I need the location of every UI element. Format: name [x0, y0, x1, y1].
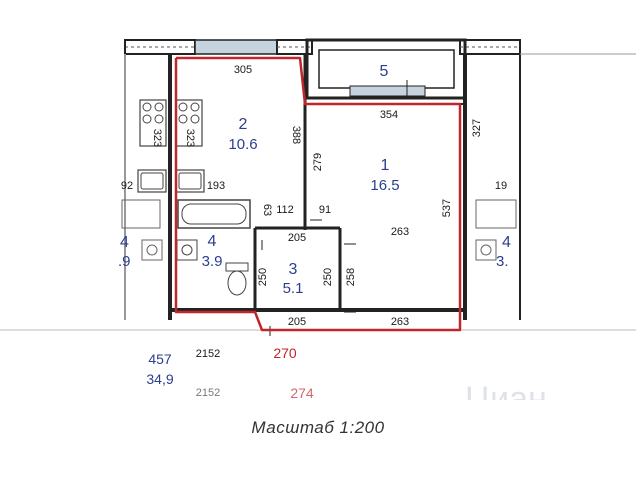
stove-icon [139, 99, 203, 147]
dim-305: 305 [234, 64, 252, 76]
dim-205-top: 205 [288, 232, 306, 244]
room-2-number: 2 [239, 116, 248, 133]
neighbor-right-area: 3. [496, 253, 509, 270]
dim-193: 193 [207, 180, 225, 192]
dim-19: 19 [495, 180, 507, 192]
dim-388: 388 [290, 126, 302, 144]
room-2-area: 10.6 [228, 136, 257, 153]
floor-plan: Циан 5 2 10.6 1 16.5 4 3.9 3 5.1 4 .9 4 … [0, 38, 636, 400]
dim-2152-next: 2152 [196, 387, 220, 399]
neighbor-right-room: 4 [502, 234, 511, 251]
room-4-area: 3.9 [202, 253, 223, 270]
apartment-number-red: 270 [273, 345, 297, 361]
dim-354: 354 [380, 109, 398, 121]
apartment-area: 34,9 [146, 371, 173, 387]
apartment-outline [174, 56, 462, 332]
dim-263-bottom: 263 [391, 316, 409, 328]
neighbor-left-room: 4 [120, 234, 129, 251]
dim-263-top: 263 [391, 226, 409, 238]
dim-279: 279 [312, 153, 324, 171]
watermark-text: Циан [465, 380, 547, 400]
dim-2152: 2152 [196, 348, 220, 360]
dim-112: 112 [276, 204, 294, 216]
bathroom-sink-icon [141, 239, 497, 261]
dim-63: 63 [261, 204, 273, 216]
dim-250-right: 250 [322, 268, 334, 286]
door-markers [261, 219, 356, 336]
room-3-area: 5.1 [283, 280, 304, 297]
bathtub-icon [121, 199, 517, 229]
dim-323-right: 323 [184, 129, 196, 147]
walls [0, 40, 636, 331]
apartment-number: 457 [148, 351, 172, 367]
dim-258: 258 [345, 268, 357, 286]
dim-323-left: 323 [151, 129, 163, 147]
toilet-icon [225, 262, 249, 296]
dim-92: 92 [121, 180, 133, 192]
room-4-number: 4 [208, 233, 217, 250]
scale-label: Масштаб 1:200 [251, 418, 385, 437]
dim-327: 327 [471, 119, 483, 137]
room-5-number: 5 [380, 63, 389, 80]
dim-205-bottom: 205 [288, 316, 306, 328]
dim-250-left: 250 [257, 268, 269, 286]
facade-wall [124, 39, 521, 55]
room-1-number: 1 [381, 157, 390, 174]
dim-537: 537 [441, 199, 453, 217]
room-3-number: 3 [289, 261, 298, 278]
neighbor-left-area: .9 [118, 253, 131, 270]
room-1-area: 16.5 [370, 177, 399, 194]
apartment-number-red-next: 274 [290, 385, 314, 400]
dim-91: 91 [319, 204, 331, 216]
